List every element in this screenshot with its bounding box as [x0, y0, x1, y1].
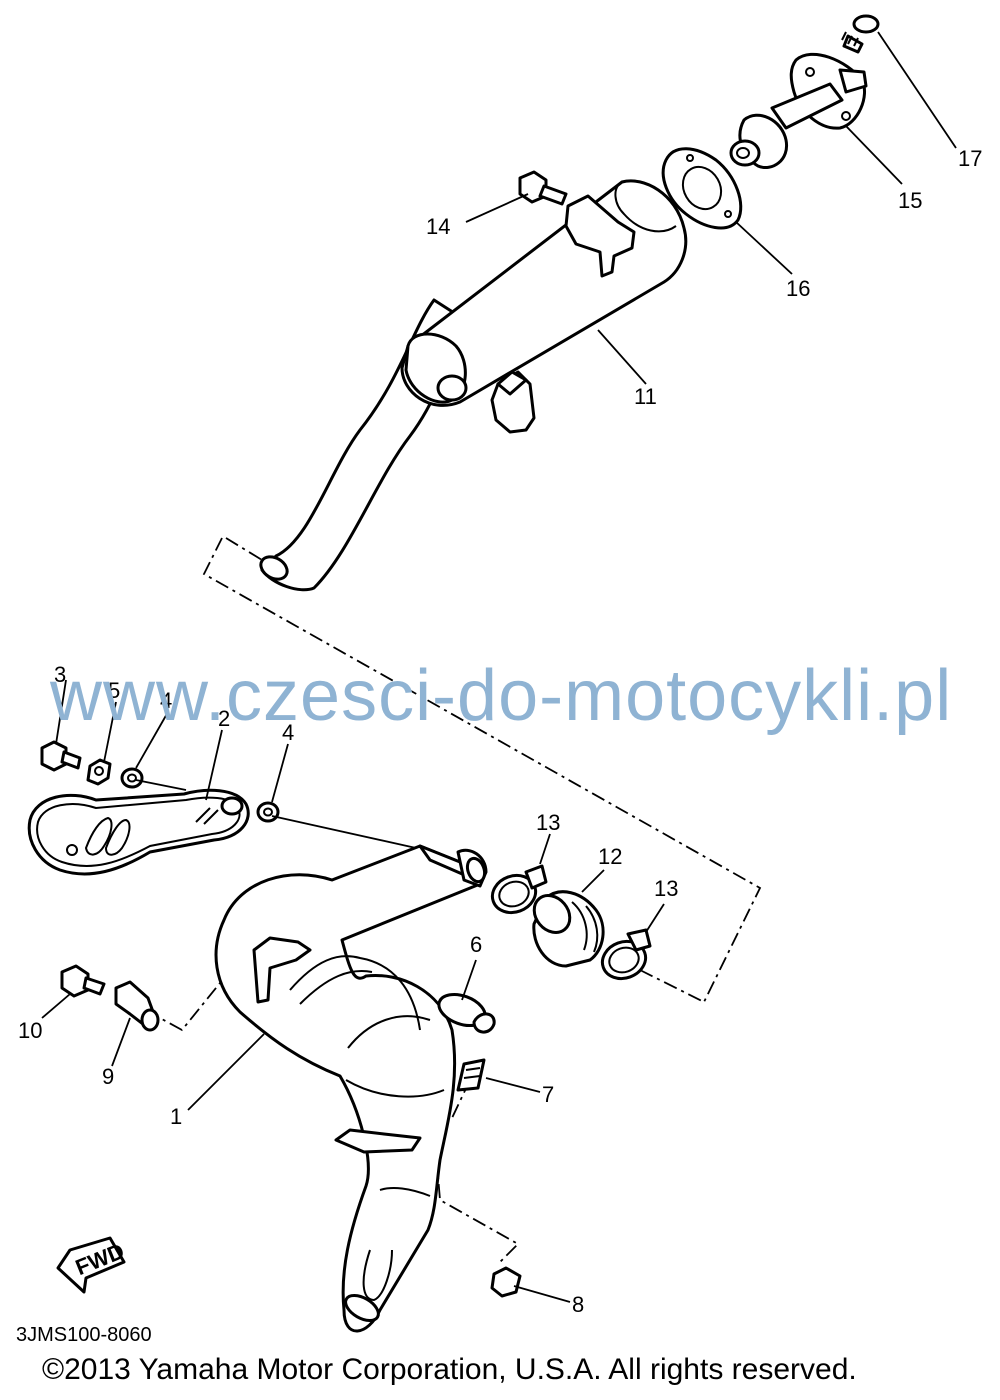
callout-13b: 13: [654, 876, 678, 901]
part-6-grommet: [437, 992, 496, 1034]
part-11-muffler: [259, 179, 688, 592]
callout-6: 6: [470, 932, 482, 957]
callout-14: 14: [426, 214, 450, 239]
part-12-joint: [532, 890, 605, 968]
part-3-bolt: [40, 740, 82, 772]
part-5-nut: [86, 758, 112, 786]
part-8-nut: [490, 1266, 522, 1298]
callout-9: 9: [102, 1064, 114, 1089]
copyright-notice: ©2013 Yamaha Motor Corporation, U.S.A. A…: [42, 1353, 857, 1386]
callout-4a: 4: [160, 688, 172, 713]
part-2-protector: [27, 788, 250, 876]
part-9-bracket: [114, 980, 160, 1032]
callout-7: 7: [542, 1082, 554, 1107]
watermark: www.czesci-do-motocykli.pl: [50, 656, 953, 736]
diagram-code: 3JMS100-8060: [16, 1324, 152, 1346]
part-16-gasket: [661, 147, 743, 230]
callout-12: 12: [598, 844, 622, 869]
leader-lines: [41, 31, 957, 1303]
part-13-clamp-left: [490, 864, 548, 915]
callout-3: 3: [54, 662, 66, 687]
callout-16: 16: [786, 276, 810, 301]
part-1-exhaust-pipe: [214, 844, 488, 1333]
part-4-damper-right: [256, 801, 280, 823]
callout-13a: 13: [536, 810, 560, 835]
callout-5: 5: [108, 678, 120, 703]
callout-8: 8: [572, 1292, 584, 1317]
part-4-damper-left: [120, 767, 144, 789]
part-7-bolt: [456, 1058, 486, 1092]
fwd-arrow: FWD: [56, 1236, 128, 1294]
callouts: 1 2 3 4 4 5 6 7 8 9 10 11 12 13 13 14 15…: [18, 146, 982, 1317]
part-13-clamp-right: [600, 928, 652, 981]
callout-11: 11: [634, 384, 657, 409]
part-14-bolt: [518, 170, 568, 206]
callout-4b: 4: [282, 720, 294, 745]
callout-2: 2: [218, 706, 230, 731]
callout-1: 1: [170, 1104, 182, 1129]
part-10-bolt: [60, 964, 106, 998]
callout-15: 15: [898, 188, 922, 213]
callout-17: 17: [958, 146, 982, 171]
callout-10: 10: [18, 1018, 42, 1043]
part-17-bolt: [841, 14, 880, 54]
part-15-tailpipe: [729, 52, 868, 169]
